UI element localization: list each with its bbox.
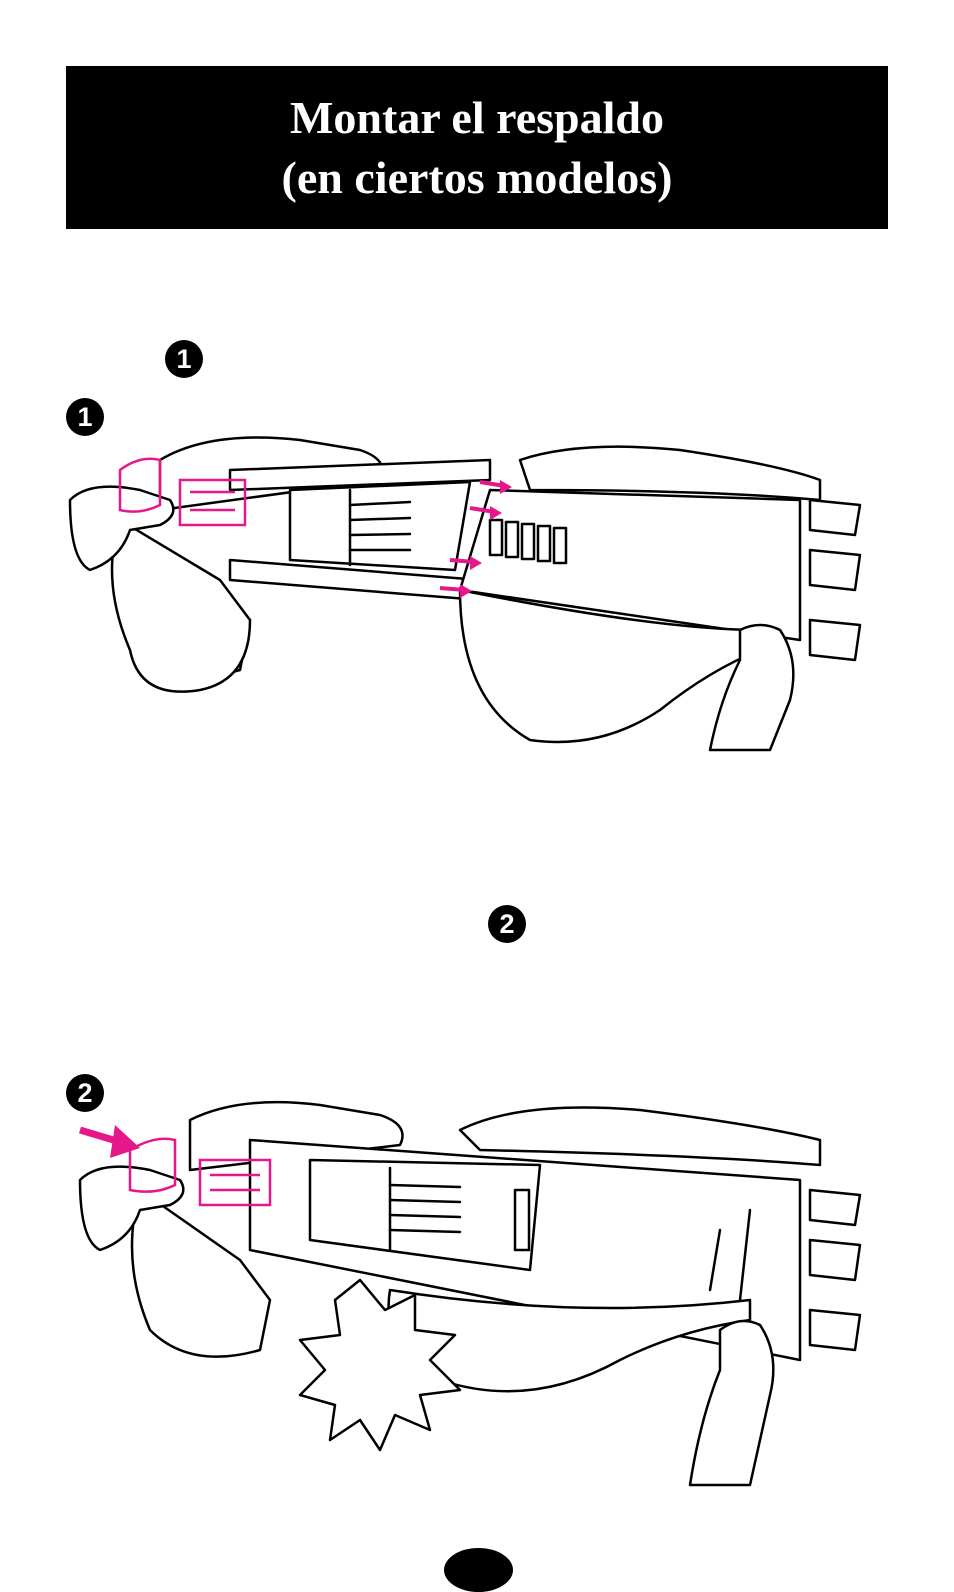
- page-title-line-1: Montar el respaldo: [290, 88, 664, 148]
- step-1-marker: 1: [165, 340, 203, 378]
- title-banner: Montar el respaldo (en ciertos modelos): [66, 66, 888, 229]
- step-2-marker: 2: [488, 905, 526, 943]
- figure-2-illustration: [60, 1090, 880, 1490]
- page-title-line-2: (en ciertos modelos): [282, 148, 673, 208]
- page-number-oval: [444, 1548, 513, 1592]
- figure-1-illustration: [60, 420, 880, 760]
